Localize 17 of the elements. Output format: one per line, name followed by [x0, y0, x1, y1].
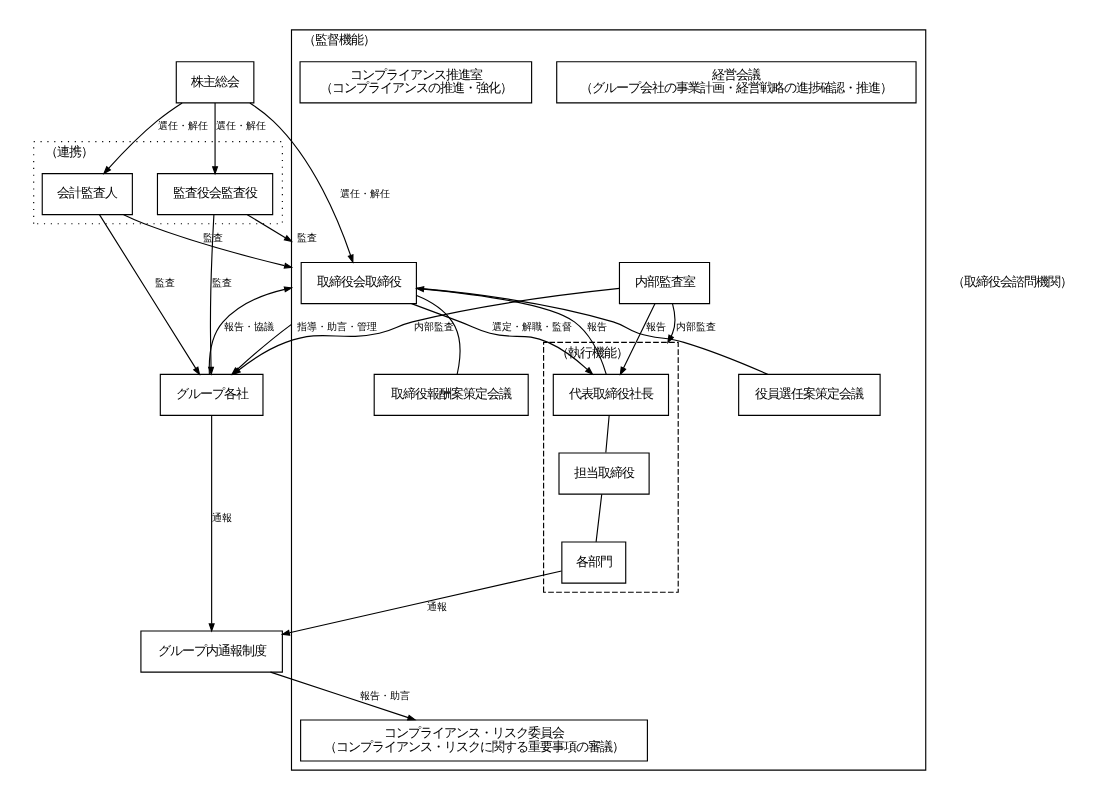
arrow [410, 303, 594, 376]
arrow [98, 214, 201, 376]
connector [416, 294, 461, 375]
arrow [619, 303, 656, 376]
arrow [208, 415, 215, 633]
connector [595, 493, 603, 543]
arrow [667, 303, 676, 344]
arrow [415, 286, 607, 375]
arrow [211, 102, 219, 176]
arrow [280, 570, 563, 636]
connector [605, 415, 610, 454]
arrow [249, 102, 354, 264]
arrow [246, 214, 293, 243]
arrow [123, 214, 294, 269]
arrow [102, 102, 183, 175]
arrow [269, 671, 417, 721]
connector [416, 287, 769, 375]
